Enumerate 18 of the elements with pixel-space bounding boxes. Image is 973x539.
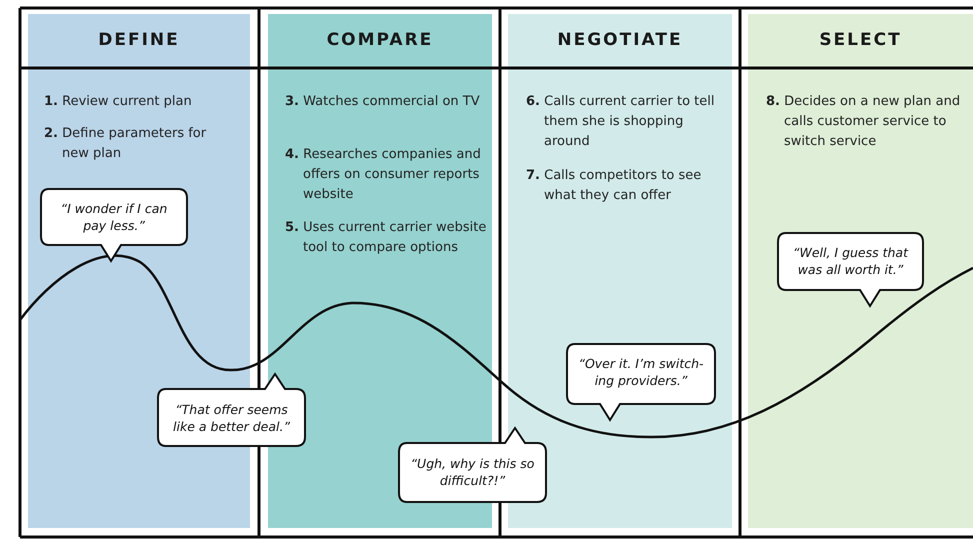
- stage-heading: NEGOTIATE: [556, 30, 684, 50]
- quote-text: “Over it. I’m switch-ing providers.”: [577, 355, 705, 389]
- stage-heading: COMPARE: [326, 30, 434, 50]
- stage-heading: SELECT: [818, 30, 903, 50]
- stage-heading: DEFINE: [97, 30, 181, 50]
- step-text: 8. Decides on a new plan and calls customer service to switch service: [766, 93, 962, 151]
- step-text: 7. Calls competitors to see what they can offer: [526, 167, 702, 205]
- quote-text: “Well, I guess that was all worth it.”: [792, 244, 910, 278]
- step-text: 3. Watches commercial on TV: [285, 93, 481, 111]
- quote-text: “I wonder if I can pay less.”: [60, 200, 168, 234]
- quote-text: “Ugh, why is this so difficult?!”: [410, 455, 536, 489]
- stage-column: [748, 14, 973, 528]
- quote-text: “That offer seems like a better deal.”: [172, 401, 291, 435]
- step-text: 4. Researches companies and offers on consumer reports website: [285, 146, 482, 204]
- step-text: 2. Define parameters for new plan: [44, 125, 208, 163]
- step-text: 1. Review current plan: [44, 93, 193, 111]
- step-text: 6. Calls current carrier to tell them she is shopping around: [526, 93, 716, 151]
- step-text: 5. Uses current carrier website tool to compare options: [285, 219, 488, 257]
